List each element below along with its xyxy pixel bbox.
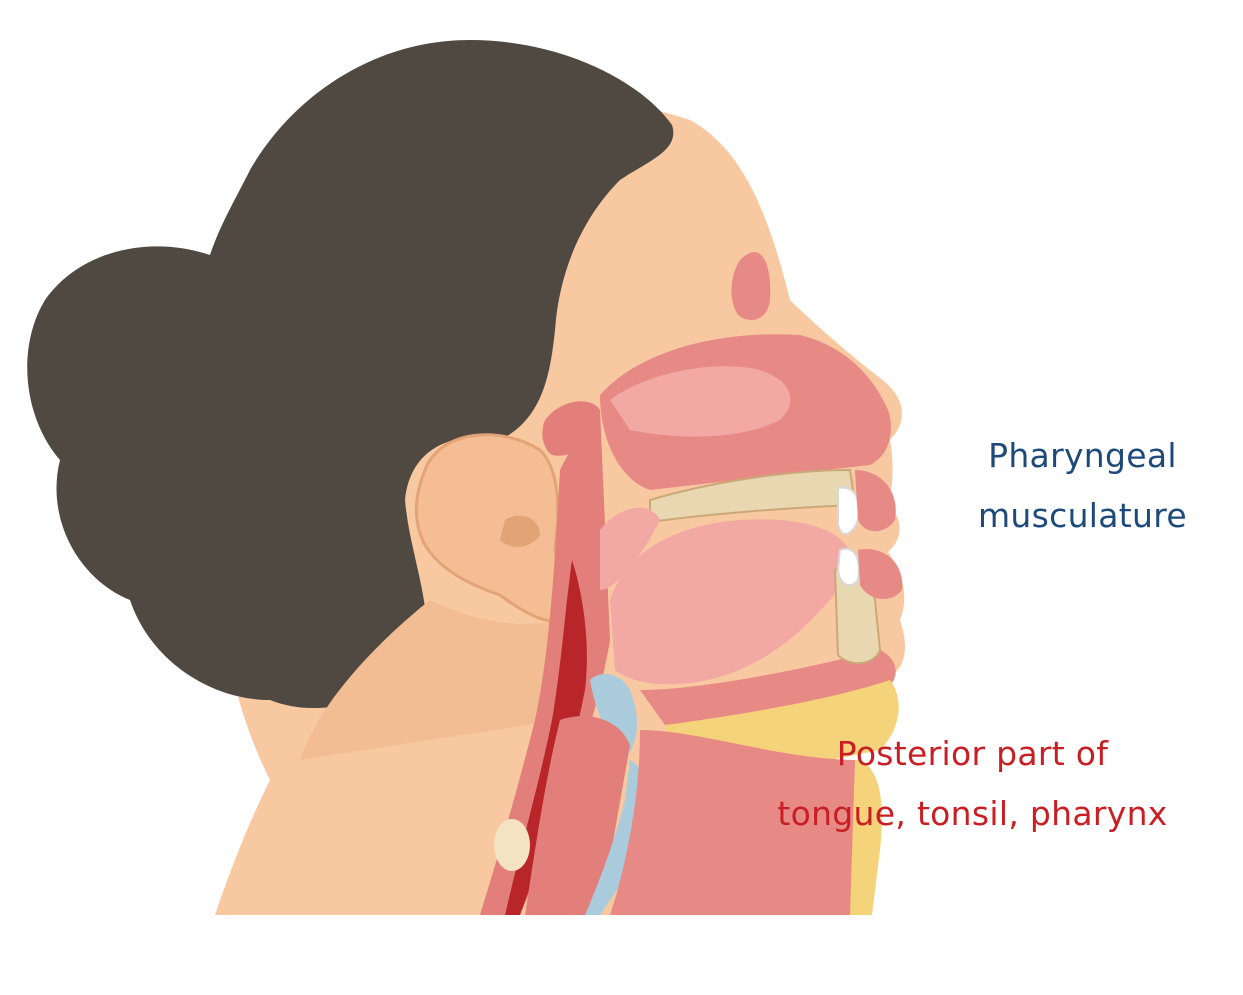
nasal-turbinate — [610, 366, 791, 437]
upper-tooth — [837, 486, 860, 535]
mouth-floor — [640, 650, 896, 725]
vocal-fold — [494, 819, 530, 871]
label-line: Pharyngeal — [988, 436, 1177, 475]
trachea — [525, 716, 630, 915]
neck-muscle — [610, 730, 860, 915]
adenoid — [542, 401, 600, 456]
neck-fat — [850, 760, 882, 915]
jaw-shadow — [300, 600, 560, 760]
ear-canal — [500, 515, 540, 547]
airway-dark — [505, 560, 587, 915]
label-line: Posterior part of — [836, 734, 1109, 773]
lower-tooth — [836, 547, 860, 587]
soft-palate — [600, 507, 660, 590]
pharynx-wall — [480, 410, 610, 915]
label-posterior-tongue-tonsil-pharynx: Posterior part of tongue, tonsil, pharyn… — [735, 724, 1210, 844]
label-line: tongue, tonsil, pharynx — [777, 794, 1168, 833]
tongue — [610, 519, 853, 685]
label-line: musculature — [977, 496, 1187, 535]
upper-lip — [855, 470, 896, 532]
nostril — [731, 252, 771, 320]
thyroid-cartilage — [585, 760, 649, 915]
hair — [27, 40, 674, 709]
label-pharyngeal-musculature: Pharyngeal musculature — [955, 426, 1210, 546]
lower-lip — [858, 549, 903, 600]
